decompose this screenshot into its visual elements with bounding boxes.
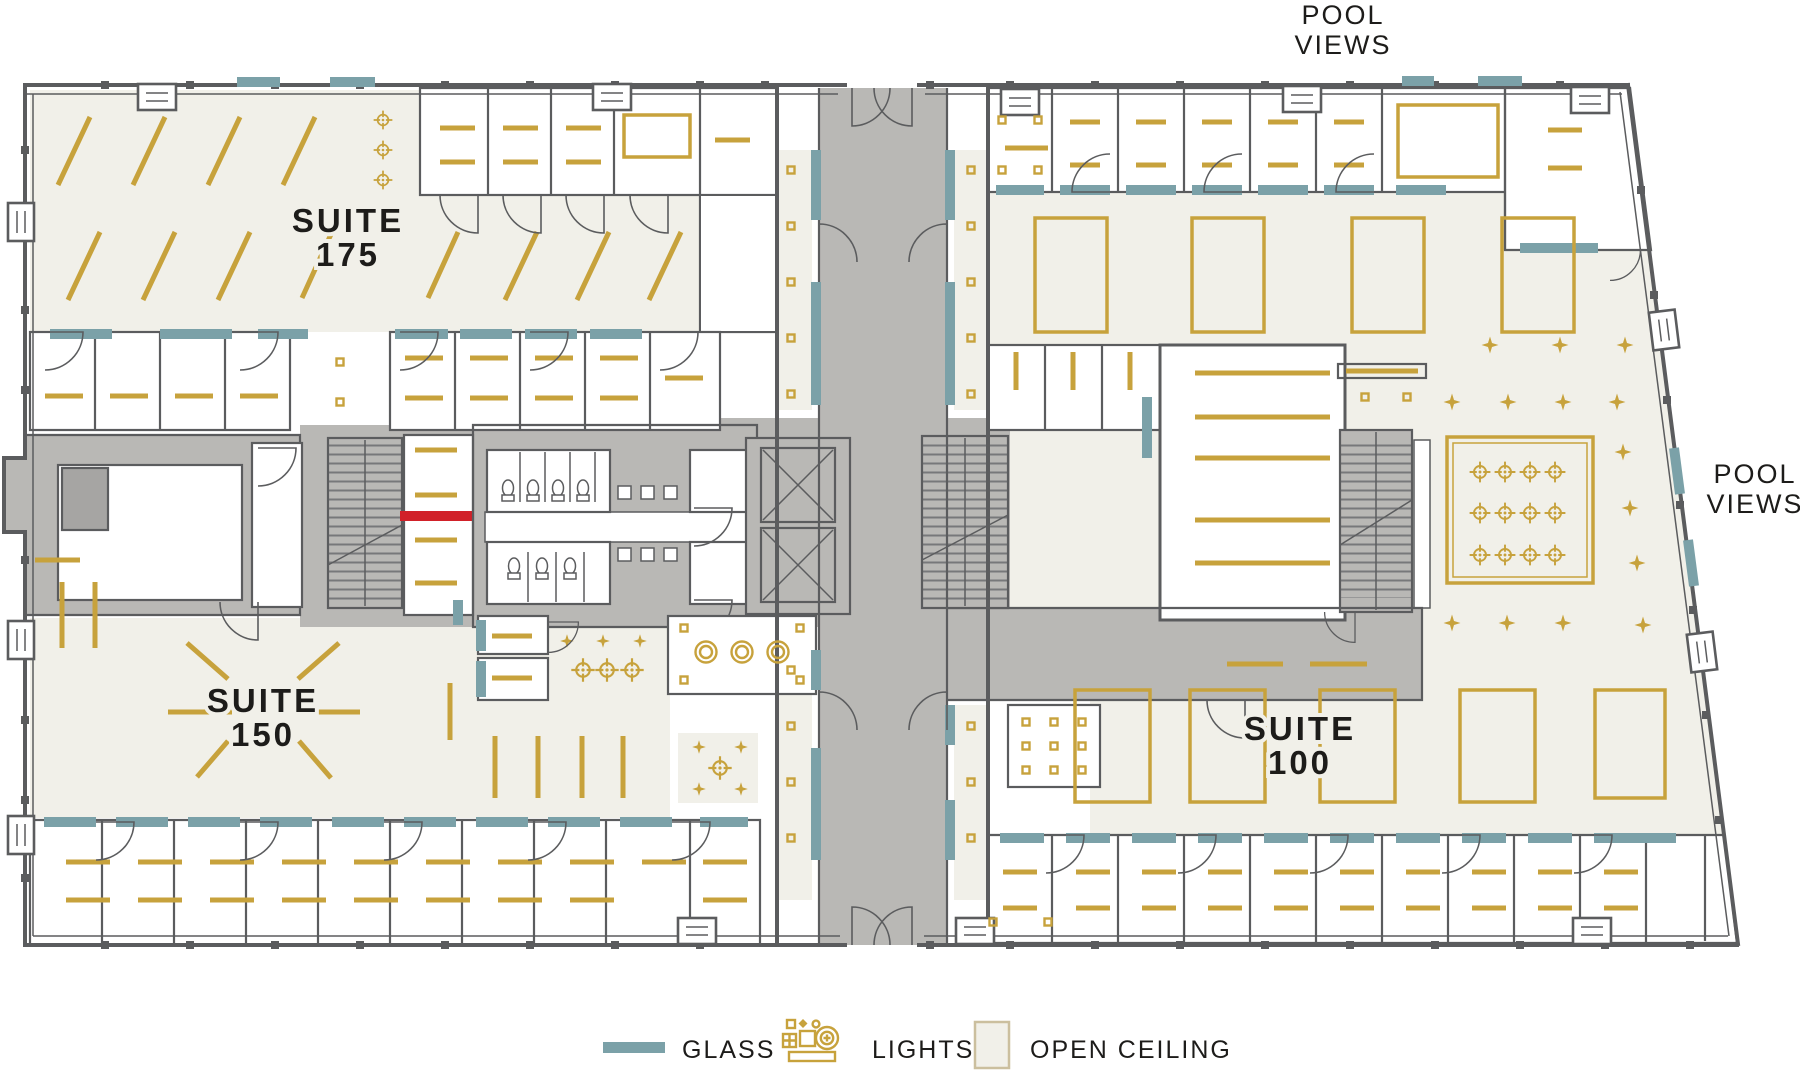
lights-icon [781,1018,840,1063]
legend-open-ceiling-swatch [973,1020,1011,1070]
suite-175-label-line2: 175 [316,236,380,273]
glass-segments [44,76,1699,860]
suite-150-label-line1: SUITE [207,682,319,719]
bottom-office-lights [66,859,747,903]
legend-glass-swatch [603,1042,665,1053]
stairwell-right [1338,428,1431,614]
plan-labels: SUITE 175 SUITE 150 SUITE 100 POOL VIEWS… [203,0,1800,785]
left-wing [25,86,852,947]
suite-150-label-line2: 150 [231,716,295,753]
circle-light-room [666,614,818,696]
corridor-lights [415,447,457,586]
pool-views-top-line1: POOL [1301,0,1384,30]
phone-room [476,614,550,656]
legend-open-ceiling-label: OPEN CEILING [1030,1036,1232,1064]
suite-175-slash-lights [55,115,684,302]
light-fixtures [35,103,1667,927]
legend: GLASS LIGHTS OPEN CEILING [603,1018,1232,1070]
elevator-bank [744,436,852,616]
stairwell-center [920,434,1010,610]
circle-lights [694,640,790,664]
pendant-grid-box [1445,435,1595,585]
pool-views-right-line2: VIEWS [1706,489,1800,519]
suite-100-label-line1: SUITE [1244,710,1356,747]
corridor-left [402,433,475,617]
corner-room [701,196,776,331]
restrooms [471,423,759,639]
core-vestibule [250,441,304,609]
legend-lights-label: LIGHTS [872,1036,974,1064]
office-row-bottom [28,818,762,947]
pool-views-top-line2: VIEWS [1294,30,1391,60]
training-room-lights [1195,368,1418,566]
suite-100-label-line2: 100 [1268,744,1332,781]
pool-views-right-line1: POOL [1713,459,1796,489]
suite-175-label-line1: SUITE [292,202,404,239]
stairwell-left [326,436,404,610]
office-row-bottom [986,833,1739,945]
training-room [1158,343,1347,622]
exterior-walls [2,82,1741,947]
sparkle-ceiling-patch [678,733,758,803]
suite-150-starburst [168,641,360,780]
legend-glass-label: GLASS [682,1036,775,1064]
red-demising-marker [400,511,473,521]
